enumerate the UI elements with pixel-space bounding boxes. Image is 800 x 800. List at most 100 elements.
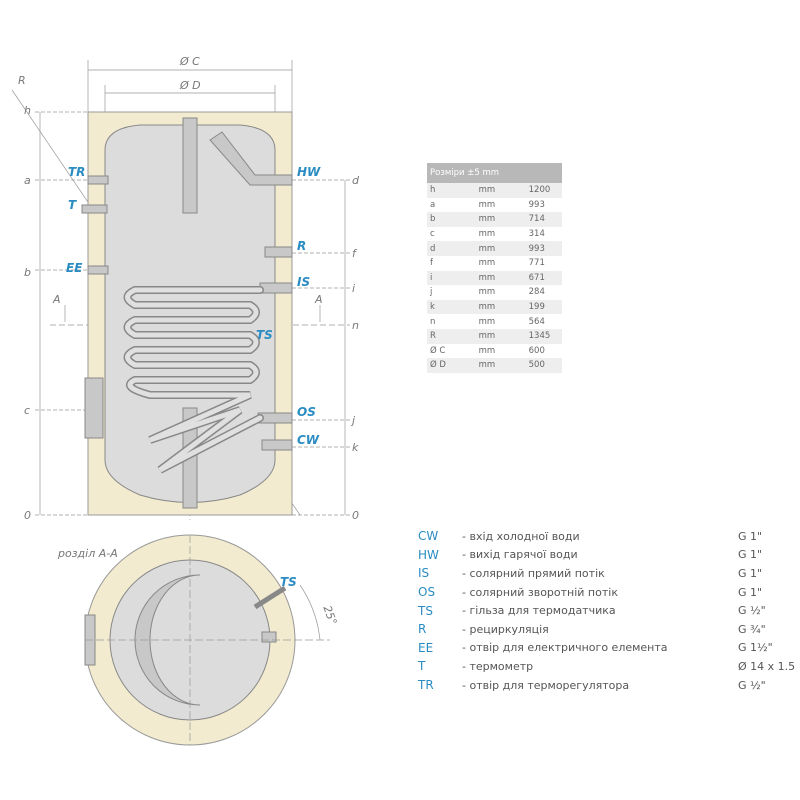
label-n: n <box>352 319 359 332</box>
dim-unit: mm <box>475 212 526 227</box>
label-c: c <box>24 404 30 417</box>
dim-value: 199 <box>525 299 562 315</box>
dim-name: R <box>427 328 476 344</box>
section-coil <box>134 574 201 706</box>
legend-desc: - вхід холодної води <box>462 529 580 543</box>
legend-code: TS <box>418 603 433 618</box>
dim-unit: mm <box>475 358 526 373</box>
dim-unit: mm <box>475 328 526 344</box>
legend-code: IS <box>418 566 430 581</box>
conn-TS: TS <box>256 328 273 342</box>
legend-value: G ½" <box>738 604 766 618</box>
table-row: a mm 993 <box>427 198 562 213</box>
label-f: f <box>352 247 358 260</box>
legend-desc: - рециркуляція <box>462 622 549 636</box>
legend-value: G ¾" <box>738 622 766 636</box>
conn-OS: OS <box>297 405 316 419</box>
legend-desc: - гільза для термодатчика <box>462 604 616 618</box>
dim-name: h <box>427 183 476 198</box>
label-a: a <box>24 174 31 187</box>
dim-value: 1200 <box>525 183 562 198</box>
section-title: розділ A-A <box>57 547 118 560</box>
angle-label: 25° <box>320 604 339 627</box>
dim-name: k <box>427 299 476 315</box>
dim-name: Ø D <box>427 358 476 373</box>
conn-IS: IS <box>297 275 310 289</box>
label-h: h <box>24 104 31 117</box>
dim-name: j <box>430 287 433 298</box>
conn-T: T <box>68 198 77 212</box>
dim-name: d <box>427 241 476 256</box>
conn-R: R <box>297 239 306 253</box>
dim-unit: mm <box>478 345 496 356</box>
label-i: i <box>352 282 355 295</box>
table-row: c mm 314 <box>427 227 562 242</box>
legend-code: HW <box>418 547 439 562</box>
dim-value: 1345 <box>525 328 562 344</box>
dim-name: Ø C <box>430 345 446 356</box>
legend-code: R <box>418 622 427 637</box>
dim-name: b <box>427 212 476 227</box>
label-R: R <box>18 74 26 87</box>
dim-value: 714 <box>525 212 562 227</box>
dim-name: n <box>430 316 436 327</box>
legend-code: CW <box>418 529 439 544</box>
conn-TS-section: TS <box>280 575 297 589</box>
legend-desc: - термометр <box>462 659 534 673</box>
label-d: d <box>352 174 360 187</box>
legend-row: TS - гільза для термодатчика G ½" <box>418 601 798 620</box>
dim-value: 771 <box>528 258 545 269</box>
legend-value: G 1½" <box>738 641 773 655</box>
dim-value: 314 <box>528 229 545 240</box>
legend-code: TR <box>418 678 434 693</box>
conn-EE: EE <box>66 261 83 275</box>
dim-value: 500 <box>525 358 562 373</box>
dim-unit: mm <box>475 183 526 198</box>
label-b: b <box>24 266 31 279</box>
label-A-right: A <box>314 293 323 306</box>
dim-value: 993 <box>525 241 562 256</box>
legend-desc: - вихід гарячої води <box>462 548 578 562</box>
legend-desc: - отвір для електричного елемента <box>462 641 668 655</box>
dim-unit: mm <box>478 287 496 298</box>
label-zero-right: 0 <box>352 509 359 522</box>
conn-HW: HW <box>297 165 321 179</box>
label-j: j <box>350 414 356 427</box>
legend-value: G 1" <box>738 529 763 543</box>
dim-value: 671 <box>525 270 562 286</box>
label-oc: Ø C <box>179 55 200 68</box>
dim-unit: mm <box>478 199 496 210</box>
connections-legend: CW - вхід холодної води G 1" HW - вихід гаря… <box>418 527 798 694</box>
legend-row: T - термометр Ø 14 x 1.5 <box>418 657 798 676</box>
dim-unit: mm <box>478 316 496 327</box>
label-zero-left: 0 <box>24 509 31 522</box>
dim-unit: mm <box>478 229 496 240</box>
dim-name: c <box>430 229 435 240</box>
dim-unit: mm <box>478 258 496 269</box>
dim-unit: mm <box>475 270 526 286</box>
legend-value: Ø 14 x 1.5 <box>738 659 796 673</box>
dim-value: 564 <box>528 316 545 327</box>
label-k: k <box>352 441 359 454</box>
dim-value: 993 <box>528 199 545 210</box>
label-A-left: A <box>52 293 61 306</box>
legend-desc: - солярний прямий потік <box>462 566 605 580</box>
dim-name: a <box>430 199 436 210</box>
legend-code: T <box>418 659 426 674</box>
table-header: Розміри ±5 mm <box>427 163 526 183</box>
